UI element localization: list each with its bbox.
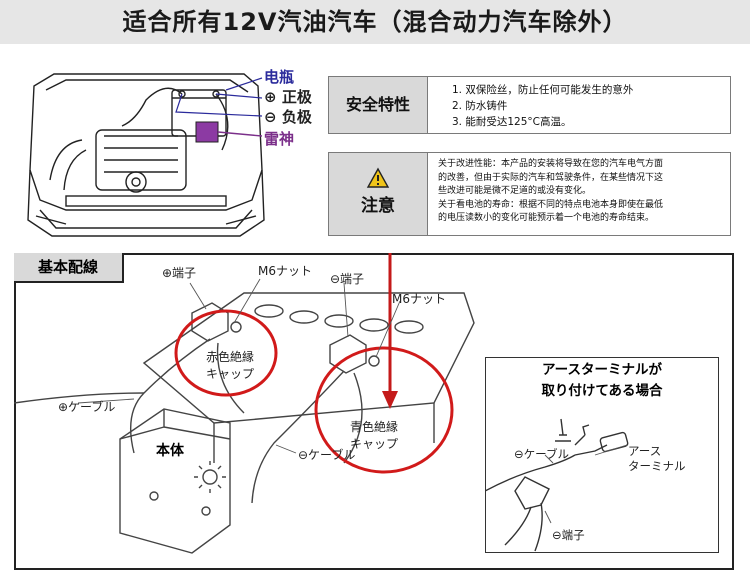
- caution-text: 关于改进性能：本产品的安装将导致在您的汽车电气方面 的改善，但由于实际的汽车和驾…: [427, 152, 731, 236]
- safety-list: 1. 双保险丝，防止任何可能发生的意外 2. 防水铸件 3. 能耐受达125°C…: [427, 76, 731, 134]
- caution-label: 注意: [361, 196, 395, 216]
- safety-label: 安全特性: [328, 76, 428, 134]
- negative-label: ⊖ 负极: [264, 106, 312, 127]
- blue-cap-label: 青色絶縁 キャップ: [350, 418, 398, 452]
- neg-cable-label: ⊖ケーブル: [298, 448, 356, 462]
- earth-terminal-illustration: [485, 418, 629, 552]
- caution-line: 些改进可能是微不足道的或没有变化。: [438, 186, 592, 196]
- battery-label: 电瓶: [264, 68, 295, 86]
- battery-wiring-illustration: [14, 253, 475, 554]
- inset-title-line-1: アースターミナルが: [541, 362, 662, 378]
- inset-neg-cable-label: ⊖ケーブル: [514, 447, 569, 461]
- negative-text: 负极: [281, 108, 312, 126]
- inset-earth-label: アース ターミナル: [628, 444, 686, 474]
- inset-earth-line-2: ターミナル: [628, 459, 686, 473]
- positive-text: 正极: [281, 88, 312, 106]
- page-title: 适合所有12V汽油汽车（混合动力汽车除外）: [122, 8, 628, 36]
- caution-line: 的改善，但由于实际的汽车和驾驶条件，在某些情况下这: [438, 172, 664, 183]
- engine-bay-illustration: [27, 73, 265, 237]
- red-cap-line-2: キャップ: [206, 367, 255, 381]
- inset-neg-terminal-label: ⊖端子: [552, 528, 585, 542]
- caution-line: 关于改进性能：本产品的安装将导致在您的汽车电气方面: [438, 159, 664, 169]
- safety-item: 3. 能耐受达125°C高温。: [452, 116, 572, 128]
- safety-item: 1. 双保险丝，防止任何可能发生的意外: [452, 84, 634, 96]
- wiring-diagram: [14, 253, 734, 570]
- pos-terminal-label: ⊕端子: [162, 266, 197, 280]
- positive-sign: ⊕: [264, 88, 277, 106]
- device-body-label: 本体: [156, 443, 184, 459]
- blue-cap-line-1: 青色絶縁: [350, 420, 399, 434]
- inset-title: アースターミナルが 取り付けてある場合: [485, 360, 719, 402]
- m6-nut-label-2: M6ナット: [392, 292, 446, 306]
- title-bar: [0, 0, 750, 44]
- caution-line: 的电压读数小的变化可能预示着一个电池的寿命结束。: [438, 213, 655, 223]
- blue-cap-line-2: キャップ: [350, 437, 399, 451]
- red-cap-label: 赤色絶縁 キャップ: [206, 348, 254, 382]
- positive-label: ⊕ 正极: [264, 86, 312, 107]
- neg-terminal-label: ⊖端子: [330, 272, 365, 286]
- negative-sign: ⊖: [264, 108, 277, 126]
- product-label: 雷神: [264, 130, 295, 148]
- warning-icon: [366, 167, 390, 188]
- inset-title-line-2: 取り付けてある場合: [541, 383, 663, 399]
- caution-label-cell: 注意: [328, 152, 428, 236]
- caution-line: 关于看电池的寿命：根据不同的特点电池本身即使在最低: [438, 199, 664, 210]
- inset-earth-line-1: アース: [628, 444, 662, 458]
- pos-cable-label: ⊕ケーブル: [58, 400, 116, 414]
- red-cap-line-1: 赤色絶縁: [206, 350, 255, 364]
- m6-nut-label: M6ナット: [258, 264, 312, 278]
- wiring-title: 基本配線: [14, 253, 124, 283]
- safety-item: 2. 防水铸件: [452, 100, 508, 112]
